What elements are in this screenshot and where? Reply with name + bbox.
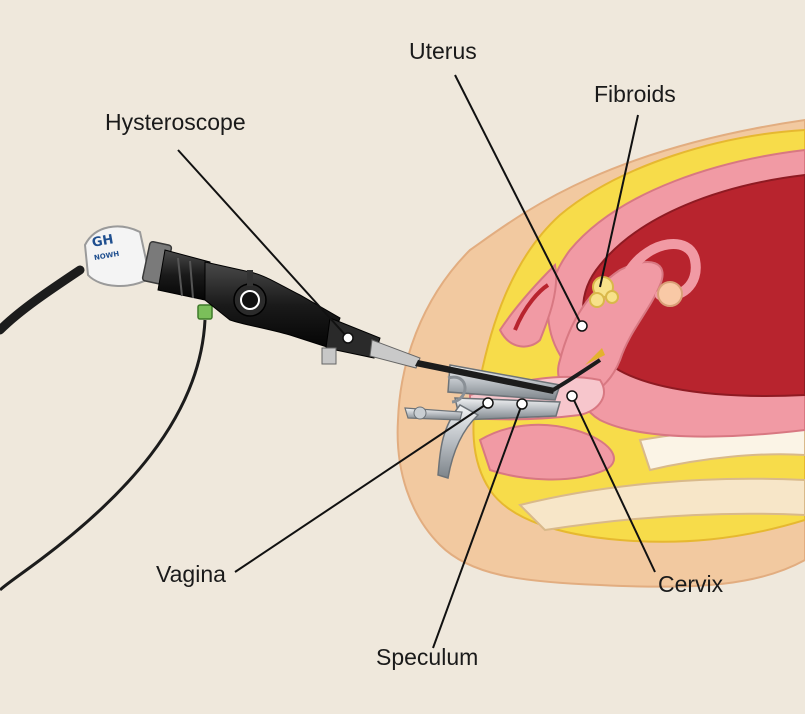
leader-fibroids <box>599 114 639 288</box>
leader-uterus <box>454 74 583 327</box>
fluid-tube <box>0 319 207 592</box>
marker-vagina <box>482 397 494 409</box>
marker-uterus <box>576 320 588 332</box>
bladder <box>478 423 615 481</box>
rectum <box>518 477 805 532</box>
label-vagina: Vagina <box>156 561 226 587</box>
marker-hysteroscope <box>342 332 354 344</box>
marker-cervix <box>566 390 578 402</box>
anterior-organ-inner <box>513 283 550 331</box>
leader-hysteroscope <box>177 149 349 339</box>
leader-vagina <box>234 402 489 573</box>
label-cervix: Cervix <box>658 571 724 597</box>
label-uterus: Uterus <box>409 38 477 64</box>
leader-lines <box>177 74 656 649</box>
leader-cervix <box>571 395 656 573</box>
light-cable <box>0 265 85 335</box>
label-hysteroscope: Hysteroscope <box>105 109 246 135</box>
marker-points <box>342 320 588 410</box>
leader-speculum <box>432 403 523 649</box>
ovary <box>657 281 683 307</box>
marker-speculum <box>516 398 528 410</box>
label-fibroids: Fibroids <box>594 81 676 107</box>
label-speculum: Speculum <box>376 644 479 670</box>
